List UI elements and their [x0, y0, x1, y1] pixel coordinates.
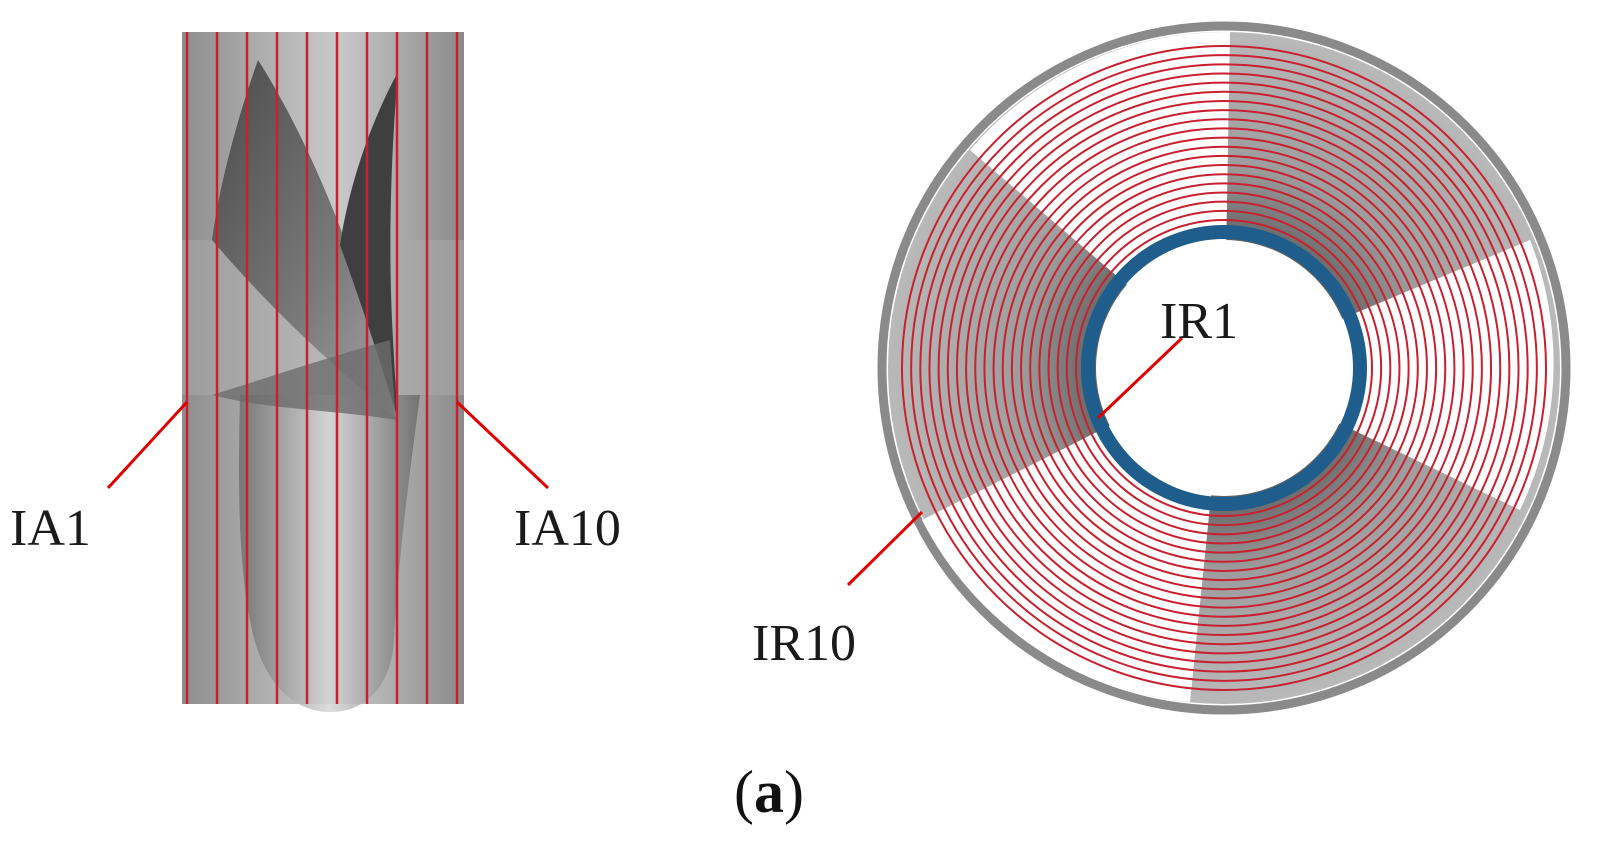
- blade-lower: [212, 340, 396, 420]
- radial-section-circles: [901, 45, 1547, 691]
- radial-section-circle: [1047, 191, 1401, 545]
- radial-section-circle: [965, 109, 1483, 627]
- radial-section-circle: [928, 72, 1520, 664]
- radial-section-circle: [910, 54, 1538, 682]
- leader-line-ir10: [846, 510, 924, 587]
- panel-label: (a): [734, 759, 804, 825]
- label-ia1: IA1: [10, 500, 91, 557]
- radial-section-circle: [1010, 154, 1438, 582]
- panel-label-open: (: [734, 759, 754, 825]
- radial-section-circle: [983, 127, 1465, 609]
- radial-section-circle: [992, 136, 1456, 600]
- radial-section-circle: [974, 118, 1474, 618]
- hub-bore: [1096, 240, 1352, 496]
- radial-section-circle: [1020, 164, 1428, 572]
- leader-line-ia10: [455, 400, 550, 490]
- radial-view: IR1 IR10: [752, 21, 1571, 715]
- radial-section-circle: [1065, 209, 1383, 527]
- blade-left: [212, 60, 398, 420]
- radial-section-circle: [919, 63, 1529, 673]
- radial-section-circle: [946, 90, 1502, 646]
- label-ir10: IR10: [752, 615, 856, 672]
- label-ir1: IR1: [1160, 293, 1238, 350]
- blade-right: [340, 72, 398, 420]
- axial-section-lines: [185, 32, 459, 704]
- label-ia10: IA10: [514, 500, 621, 557]
- radial-section-circle: [901, 45, 1547, 691]
- hub-ring: [1081, 225, 1367, 511]
- hub-body: [239, 395, 420, 712]
- panel-label-letter: a: [754, 759, 784, 825]
- panel-label-close: ): [784, 759, 804, 825]
- radial-section-circle: [937, 81, 1511, 655]
- radial-section-circle: [1075, 219, 1373, 517]
- radial-section-circle: [1001, 145, 1447, 591]
- radial-section-circle: [1038, 182, 1410, 554]
- leader-line-ir1: [1096, 336, 1184, 420]
- radial-section-circle: [1056, 200, 1392, 536]
- radial-section-circle: [955, 99, 1493, 637]
- leader-line-ia1: [106, 400, 189, 490]
- radial-section-circle: [1029, 173, 1419, 563]
- axial-view: IA1 IA10: [10, 32, 621, 712]
